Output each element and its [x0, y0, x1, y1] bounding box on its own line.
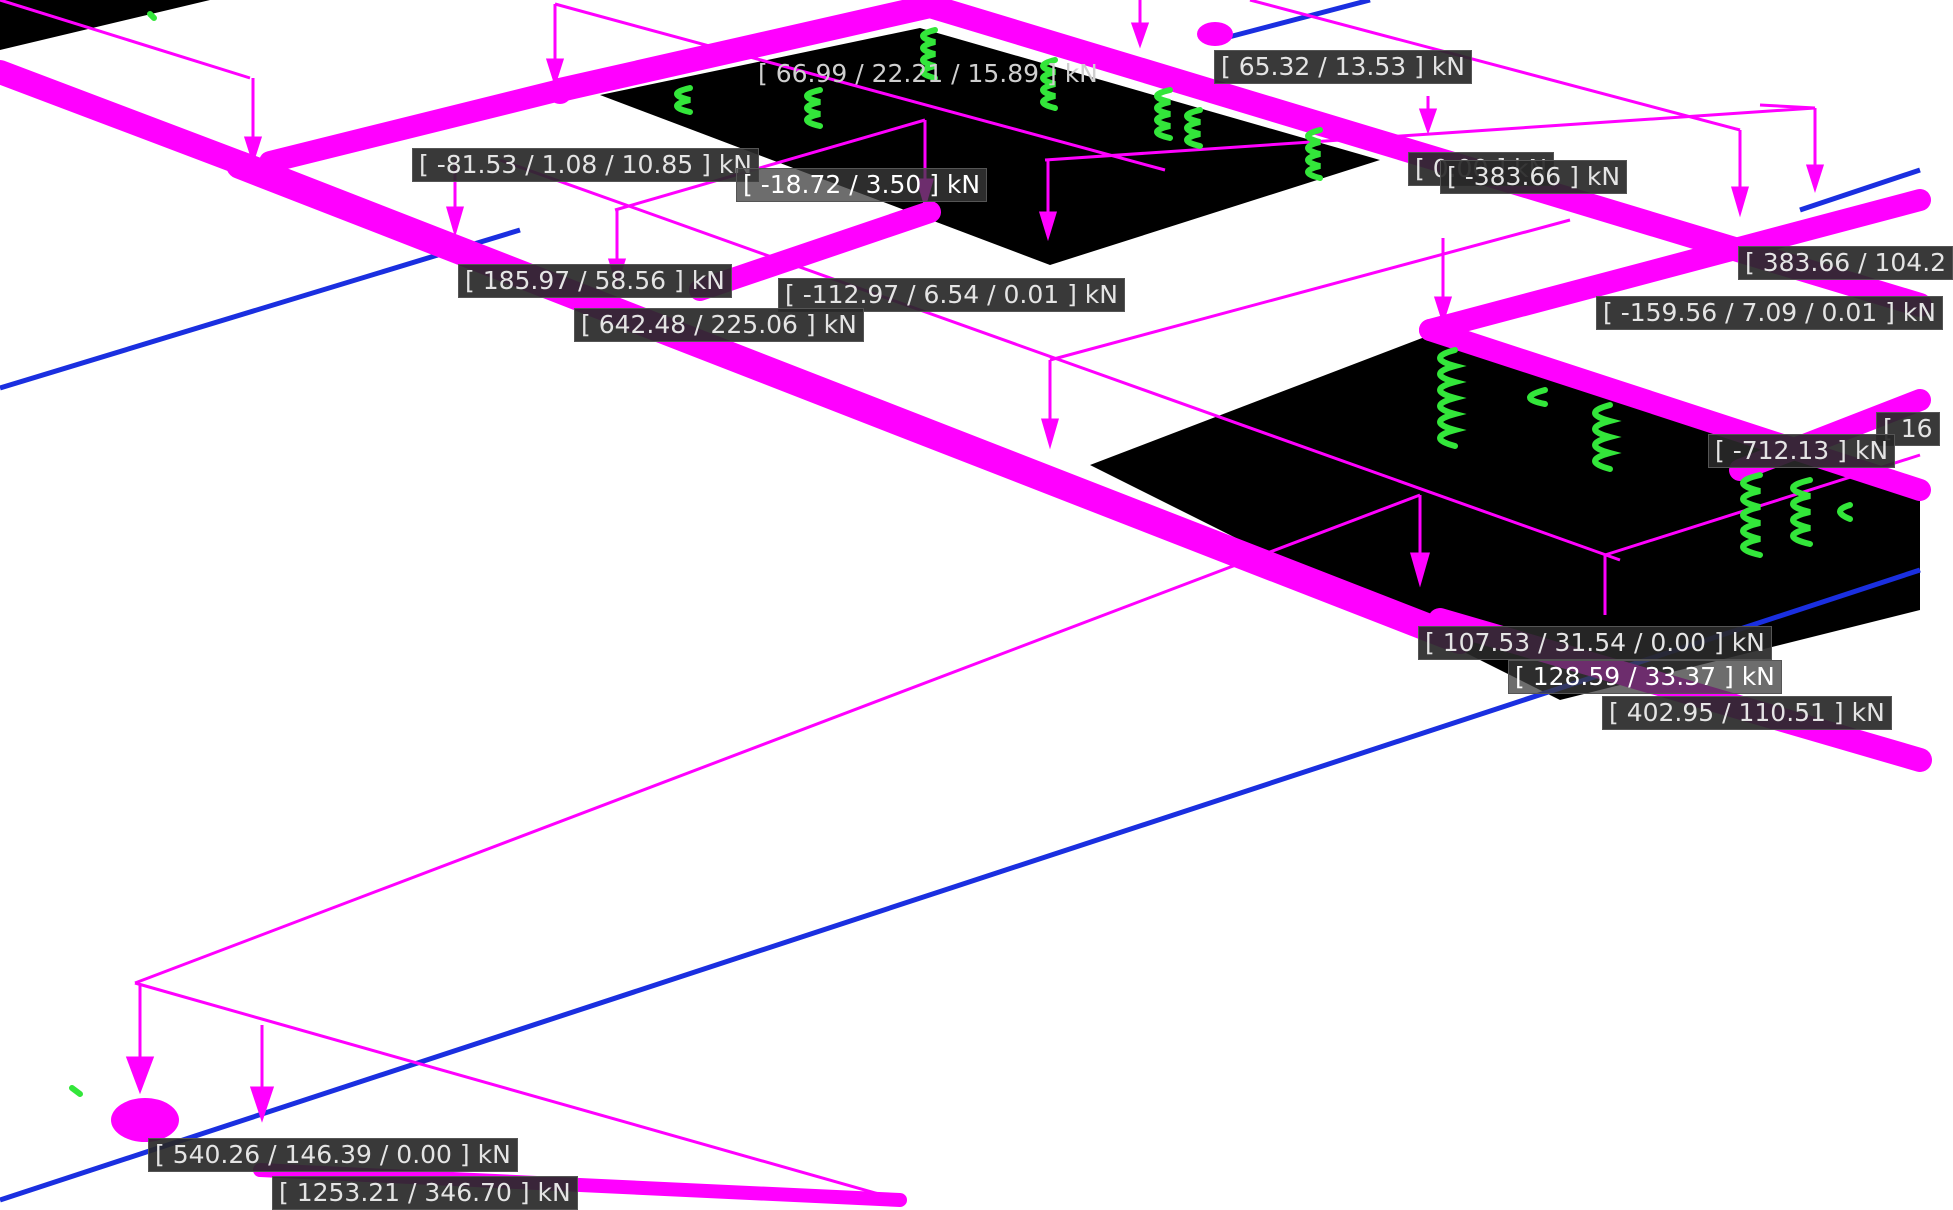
frame-line — [1044, 106, 1816, 162]
support-arrow — [446, 206, 464, 238]
axis-line-left — [0, 227, 521, 391]
support-frame — [0, 0, 1921, 1202]
pipe-segment — [548, 0, 942, 102]
spring-icon — [1592, 402, 1622, 472]
force-label: [ 107.53 / 31.54 / 0.00 ] kN — [1418, 626, 1772, 660]
spring-icon — [69, 1085, 83, 1097]
force-label: [ 1253.21 / 346.70 ] kN — [272, 1176, 578, 1210]
support-arrow — [1805, 164, 1825, 193]
frame-line — [614, 118, 926, 212]
pipe-segment — [226, 151, 1474, 654]
support-arrow — [1041, 418, 1059, 450]
support-arrow — [243, 136, 263, 165]
spring-icon — [1437, 347, 1467, 449]
frame-line — [1249, 0, 1741, 132]
frame-line — [1759, 103, 1816, 110]
spring-icon — [1040, 57, 1058, 111]
spring-icon — [1184, 107, 1203, 149]
support-arrow — [249, 1086, 275, 1123]
frame-line — [1049, 218, 1571, 362]
force-label: [ 540.26 / 146.39 / 0.00 ] kN — [148, 1138, 518, 1172]
spring-hangers — [69, 11, 1853, 1097]
frame-line — [1604, 453, 1921, 557]
spring-icon — [1154, 87, 1173, 141]
support-arrow — [125, 1056, 155, 1095]
axis-line-top — [1224, 0, 1371, 41]
spring-icon — [920, 27, 938, 81]
frame-line — [554, 2, 1166, 172]
support-arrow — [1418, 108, 1438, 135]
spring-icon — [1837, 502, 1853, 522]
support-arrow — [1038, 211, 1058, 242]
anchor-node — [111, 1098, 179, 1142]
ground-patch-upper — [600, 28, 1380, 265]
force-label: [ 383.66 / 104.2 — [1738, 246, 1953, 280]
spring-icon — [1527, 387, 1548, 407]
spring-icon — [1740, 472, 1763, 558]
spring-icon — [1790, 477, 1813, 547]
pipe-segment — [253, 1163, 907, 1207]
force-label: [ -159.56 / 7.09 / 0.01 ] kN — [1596, 296, 1943, 330]
support-arrow — [1433, 296, 1453, 325]
force-label: [ 642.48 / 225.06 ] kN — [574, 308, 864, 342]
axis-line-right — [1799, 167, 1921, 213]
ground-patch-top-left — [0, 0, 210, 50]
spring-icon — [804, 87, 823, 129]
force-label: [ 65.32 / 13.53 ] kN — [1214, 50, 1472, 84]
force-label: [ -712.13 ] kN — [1708, 434, 1896, 468]
pipe-segment — [259, 79, 571, 173]
frame-line — [0, 0, 251, 80]
pipe-segment — [689, 201, 941, 301]
force-label: [ 402.95 / 110.51 ] kN — [1602, 696, 1892, 730]
anchor-node — [1197, 22, 1233, 46]
spring-icon — [674, 85, 693, 115]
force-label: [ 128.59 / 33.37 ] kN — [1508, 660, 1782, 694]
force-label: [ -112.97 / 6.54 / 0.01 ] kN — [778, 278, 1125, 312]
pipe-segment — [1419, 189, 1931, 341]
support-arrow — [545, 58, 565, 87]
spring-icon — [147, 11, 157, 21]
support-arrow — [1410, 552, 1430, 588]
spring-icon — [1305, 127, 1323, 181]
force-label: [ 185.97 / 58.56 ] kN — [458, 264, 732, 298]
frame-line — [499, 158, 1621, 562]
frame-line — [134, 493, 1421, 985]
frame-line — [134, 981, 901, 1202]
force-label: [ 66.99 / 22.21 / 15.89 ] kN — [758, 59, 1098, 88]
force-label: [ -383.66 ] kN — [1440, 160, 1628, 194]
support-arrow — [1731, 186, 1749, 218]
force-label: [ -18.72 / 3.50 ] kN — [736, 168, 988, 202]
support-arrow — [1130, 22, 1150, 49]
force-label: [ -81.53 / 1.08 / 10.85 ] kN — [412, 148, 759, 182]
